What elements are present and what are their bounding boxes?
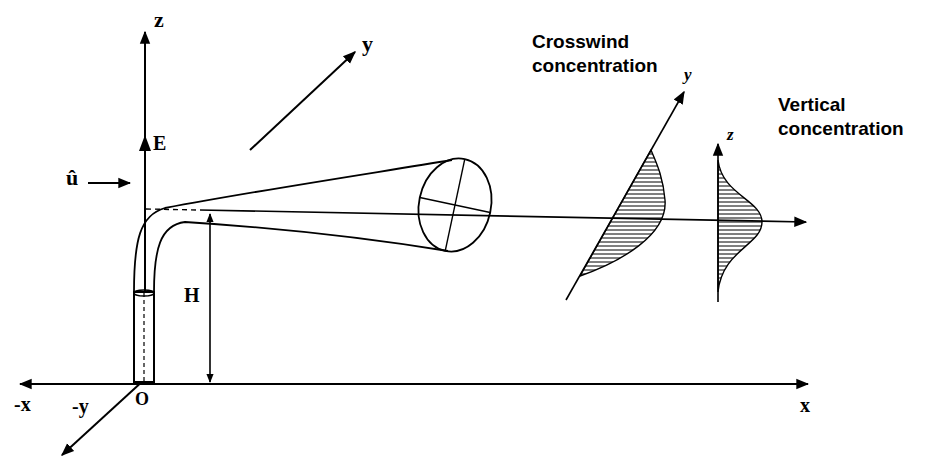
stack-height-label: H <box>184 283 200 308</box>
plume-rise-line <box>146 209 200 210</box>
y-axis <box>250 52 355 150</box>
plume-centerline <box>200 210 806 222</box>
vertical-profile <box>718 160 762 292</box>
profile-axis-label: z <box>727 124 734 145</box>
plume-upper-edge <box>134 160 452 292</box>
crosswind-profile <box>580 150 665 276</box>
wind-arrow <box>88 182 130 184</box>
profile-axis-label: y <box>684 64 692 85</box>
profile-heading: Vertical concentration <box>778 93 938 141</box>
axis-label: z <box>154 6 164 34</box>
stack-height-arrow <box>209 214 211 382</box>
plume-lower-edge <box>154 222 448 292</box>
axis-label: -y <box>72 394 89 419</box>
axis-label: x <box>800 393 810 418</box>
minus-y-axis <box>62 379 145 455</box>
emission-arrowhead <box>139 135 151 151</box>
axis-label: -x <box>14 392 31 417</box>
profile-heading: Crosswind concentration <box>532 30 682 78</box>
plume-cross-section <box>410 152 500 259</box>
stack <box>134 292 154 382</box>
stack-centerline <box>143 293 144 382</box>
origin-label: O <box>135 388 149 411</box>
stack-top <box>134 290 154 296</box>
vertical-profile-axis <box>717 144 719 302</box>
crosswind-axis <box>566 92 684 300</box>
axis-label: y <box>362 30 373 58</box>
wind-speed-label: û <box>66 164 78 192</box>
emission-label: E <box>153 131 166 156</box>
